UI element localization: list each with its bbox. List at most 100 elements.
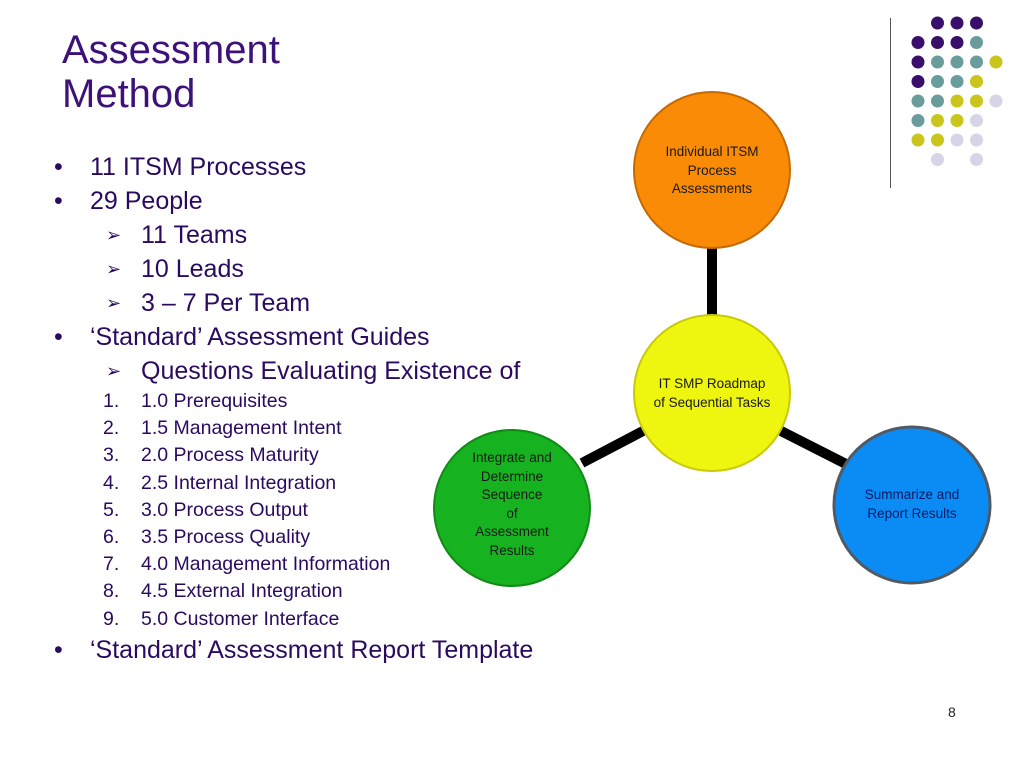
bullet-text: 2.5 Internal Integration (141, 471, 337, 494)
node-label-bottom-left: Integrate and Determine Sequence of Asse… (444, 449, 580, 560)
bullet-marker: ➢ (106, 293, 122, 313)
decorative-dot (970, 114, 983, 127)
decorative-dot (989, 55, 1003, 69)
sub-bullet-item: ➢ Questions Evaluating Existence of (48, 354, 628, 388)
bullet-list: • 11 ITSM Processes • 29 People ➢ 11 Teams ➢ 10… (48, 150, 628, 667)
bullet-marker: ➢ (106, 361, 122, 381)
decorative-dot (931, 114, 944, 127)
bullet-text: 1.5 Management Intent (141, 417, 342, 440)
node-label-bottom-right: Summarize and Report Results (834, 486, 990, 523)
node-label-top: Individual ITSM Process Assessments (634, 143, 790, 199)
label-line: of (506, 505, 518, 521)
decorative-dot (950, 94, 964, 108)
sub-bullet-item: ➢ 10 Leads (48, 252, 628, 286)
item-number: 4. (103, 471, 120, 494)
label-line: Report Results (867, 505, 957, 521)
connector-right (778, 426, 849, 469)
numbered-item: 3. 2.0 Process Maturity (48, 442, 628, 469)
numbered-item: 8.4.5 External Integration (48, 578, 628, 605)
decorative-divider (890, 18, 891, 188)
bullet-text: 29 People (90, 187, 203, 215)
label-line: Assessments (671, 181, 753, 196)
label-line: Summarize and (864, 487, 960, 502)
item-number: 5. (103, 498, 120, 521)
decorative-dot (970, 94, 983, 108)
decorative-dot (989, 94, 1003, 108)
decorative-dot (931, 75, 944, 88)
slide-title-line-2: Method (62, 72, 196, 116)
decorative-dot (970, 55, 983, 69)
bullet-text: ‘Standard’ Assessment Report Template (90, 635, 534, 664)
numbered-item: 6.3.5 Process Quality (48, 524, 628, 551)
bullet-marker: • (54, 635, 63, 664)
node-label-center: IT SMP Roadmap of Sequential Tasks (634, 375, 790, 412)
node-integrate-determine (433, 429, 591, 587)
node-it-smp-roadmap (633, 314, 791, 472)
node-individual-assessments (633, 91, 791, 249)
bullet-text: 3.0 Process Output (141, 498, 308, 521)
numbered-item: 5. 3.0 Process Output (48, 497, 628, 524)
item-number: 9. (103, 607, 120, 630)
connector-left (579, 426, 646, 468)
numbered-item: 2. 1.5 Management Intent (48, 415, 628, 442)
decorative-dot (911, 133, 925, 147)
decorative-dot (950, 75, 964, 88)
bullet-item: • 11 ITSM Processes (48, 150, 628, 184)
decorative-dot-grid (911, 16, 1003, 166)
page-number: 8 (948, 704, 956, 720)
bullet-marker: • (54, 187, 63, 215)
label-line: of Sequential Tasks (653, 394, 771, 410)
decorative-dot (931, 153, 944, 166)
decorative-dot (911, 94, 925, 108)
bullet-text: 11 ITSM Processes (90, 153, 307, 181)
decorative-dot (931, 133, 944, 147)
decorative-dot (950, 16, 964, 30)
decorative-dot (950, 36, 964, 49)
decorative-dot (931, 36, 944, 49)
decorative-dot (950, 55, 964, 69)
decorative-dot (911, 75, 925, 88)
bullet-text: 11 Teams (141, 221, 248, 249)
decorative-dot (931, 55, 944, 69)
bullet-text: 4.0 Management Information (141, 553, 391, 576)
decorative-dot (970, 75, 983, 88)
bullet-text: Questions Evaluating Existence of (141, 357, 521, 385)
item-number: 2. (103, 417, 120, 440)
bullet-text: 10 Leads (141, 255, 244, 283)
label-line: Process (687, 162, 737, 178)
decorative-dot (911, 55, 925, 69)
bullet-item: • ‘Standard’ Assessment Guides (48, 320, 628, 354)
bullet-marker: ➢ (106, 259, 122, 279)
bullet-marker: • (54, 153, 63, 181)
numbered-item: 1. 1.0 Prerequisites (48, 388, 628, 415)
bullet-marker: • (54, 323, 63, 351)
bullet-text: 1.0 Prerequisites (141, 390, 288, 412)
item-number: 1. (103, 390, 120, 412)
decorative-dot (931, 94, 944, 108)
item-number: 3. (103, 444, 120, 467)
bullet-text: 5.0 Customer Interface (141, 607, 340, 630)
numbered-item: 9. 5.0 Customer Interface (48, 606, 628, 633)
bullet-item: • ‘Standard’ Assessment Report Template (48, 633, 628, 667)
bullet-text: 4.5 External Integration (141, 580, 343, 603)
label-line: Assessment (475, 524, 549, 539)
decorative-dot (911, 36, 925, 49)
decorative-dot (950, 114, 964, 127)
decorative-dot (931, 16, 944, 30)
label-line: Results (489, 542, 535, 558)
slide-title: Assessment Method (62, 28, 280, 116)
numbered-item: 7. 4.0 Management Information (48, 551, 628, 578)
sub-bullet-item: ➢ 11 Teams (48, 218, 628, 252)
decorative-dot (970, 36, 983, 49)
bullet-item: • 29 People (48, 184, 628, 218)
bullet-marker: ➢ (106, 225, 122, 245)
node-summarize-report (832, 425, 992, 585)
sub-bullet-item: ➢ 3 – 7 Per Team (48, 286, 628, 320)
bullet-text: 2.0 Process Maturity (141, 444, 319, 467)
decorative-dot (911, 114, 925, 127)
bullet-text: 3 – 7 Per Team (141, 289, 311, 317)
item-number: 7. (103, 553, 120, 576)
bullet-text: ‘Standard’ Assessment Guides (90, 323, 430, 351)
label-line: Sequence (481, 487, 543, 502)
